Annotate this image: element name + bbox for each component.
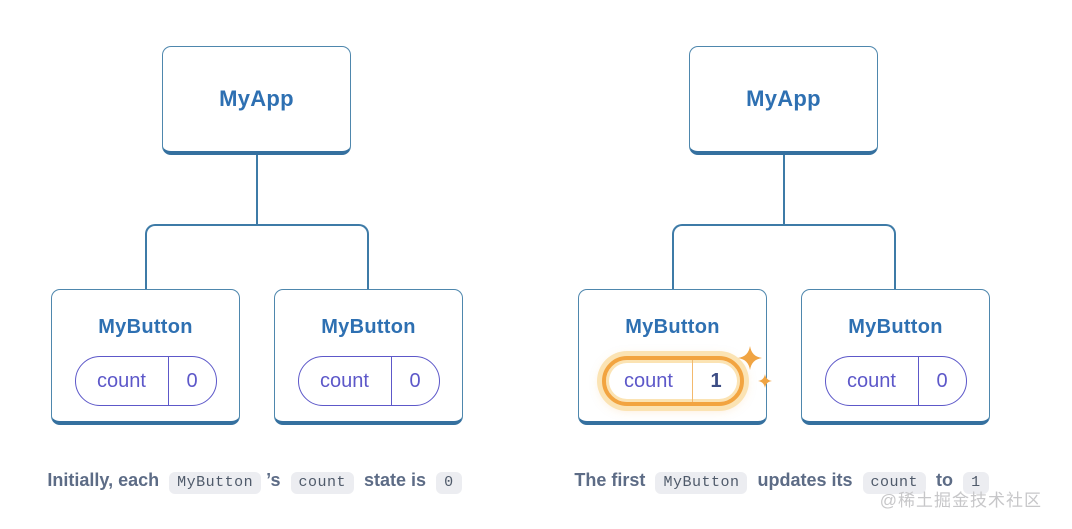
- state-key: count: [97, 369, 146, 392]
- count-state-pill: count 1: [601, 346, 772, 406]
- mybutton-node: MyButton count 0: [274, 289, 463, 425]
- count-state-pill: count 0: [824, 356, 967, 406]
- myapp-node: MyApp: [689, 46, 878, 155]
- sparkle-icon: [757, 374, 772, 388]
- caption-code: count: [290, 472, 355, 494]
- state-value: 1: [691, 360, 740, 402]
- state-key: count: [624, 369, 673, 392]
- caption-text: updates its: [757, 470, 853, 490]
- caption-code: 1: [963, 472, 989, 494]
- mybutton-node: MyButton count 1: [578, 289, 772, 425]
- node-label: MyButton: [321, 316, 416, 338]
- tree-connector-stem: [783, 155, 785, 224]
- sparkle-icon: [737, 346, 762, 370]
- state-value: 0: [167, 357, 216, 405]
- mybutton-node: MyButton count 0: [51, 289, 240, 425]
- caption-code: MyButton: [655, 472, 748, 494]
- state-key: count: [320, 369, 369, 392]
- caption-text: The first: [574, 470, 646, 490]
- state-value: 0: [917, 357, 966, 405]
- count-state-pill: count 0: [74, 356, 217, 406]
- caption-text: Initially, each: [47, 470, 160, 490]
- caption-updated: The first MyButton updates its count to …: [508, 470, 1060, 494]
- caption-code: MyButton: [169, 472, 262, 494]
- component-tree-initial: MyApp MyButton count 0 MyButton count 0 …: [47, 46, 463, 506]
- node-label: MyButton: [848, 316, 943, 338]
- state-value: 0: [390, 357, 439, 405]
- node-label: MyApp: [746, 86, 821, 111]
- node-label: MyApp: [219, 86, 294, 111]
- tree-connector-branches: [672, 224, 896, 289]
- tree-connector-stem: [256, 155, 258, 224]
- caption-code: 0: [436, 472, 462, 494]
- node-label: MyButton: [625, 316, 720, 338]
- mybutton-node: MyButton count 0: [801, 289, 990, 425]
- tree-connector-branches: [145, 224, 369, 289]
- caption-text: state is: [364, 470, 427, 490]
- count-state-pill: count 0: [297, 356, 440, 406]
- state-key: count: [847, 369, 896, 392]
- caption-text: to: [936, 470, 954, 490]
- watermark-juejin: @稀土掘金技术社区: [879, 491, 1042, 510]
- caption-initial: Initially, each MyButton’s count state i…: [0, 470, 533, 494]
- component-tree-updated: MyApp MyButton count 1: [574, 46, 990, 506]
- caption-code: count: [862, 472, 927, 494]
- myapp-node: MyApp: [162, 46, 351, 155]
- node-label: MyButton: [98, 316, 193, 338]
- caption-text: ’s: [266, 470, 281, 490]
